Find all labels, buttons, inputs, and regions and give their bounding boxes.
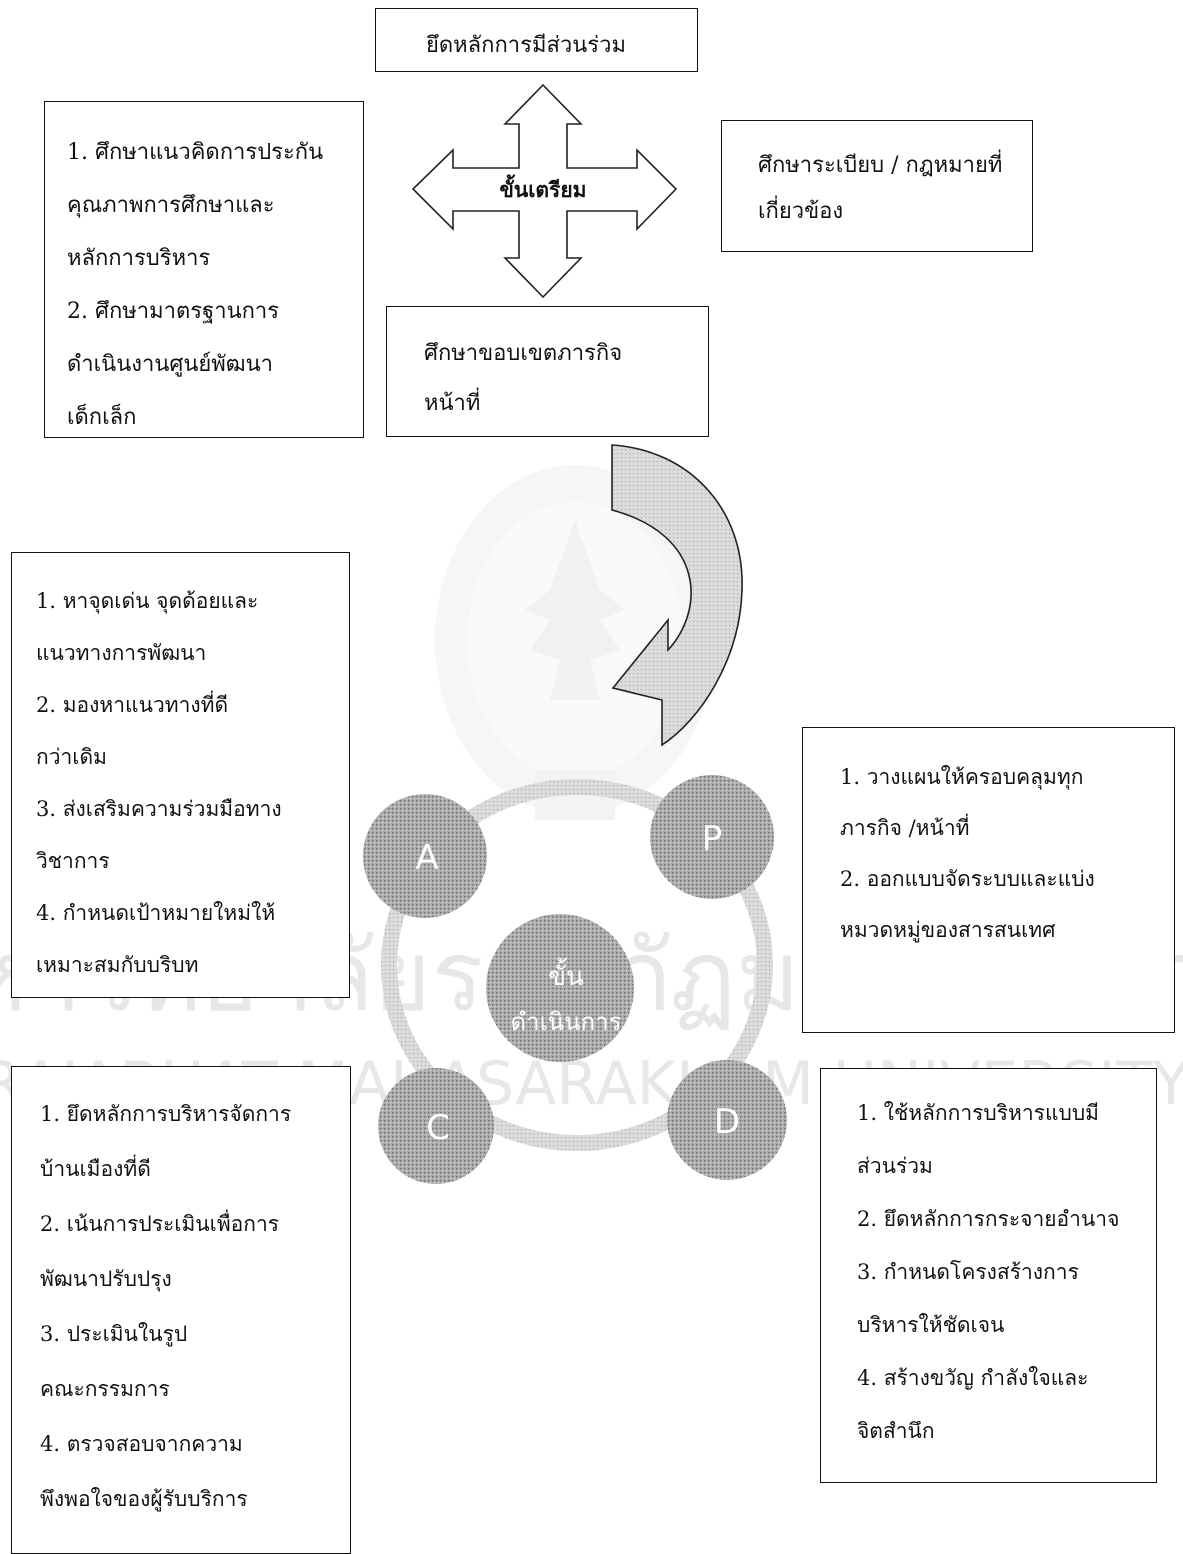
box-line: 2. ออกแบบจัดระบบและแบ่ง	[840, 867, 1095, 891]
cycle-p-circle	[650, 775, 774, 899]
study-regulations-box: ศึกษาระเบียบ / กฎหมายที่ เกี่ยวข้อง	[721, 120, 1033, 252]
box-line: 2. มองหาแนวทางที่ดี	[36, 693, 229, 717]
operation-label-line1: ขั้น	[548, 957, 584, 992]
operation-label-line2: ดำเนินการ	[511, 1008, 622, 1036]
pdca-ring	[381, 779, 773, 1151]
box-line: 1. ใช้หลักการบริหารแบบมี	[857, 1101, 1099, 1125]
cycle-d-circle	[667, 1060, 787, 1180]
box-line: 4. กำหนดเป้าหมายใหม่ให้	[36, 901, 276, 925]
cycle-p-label: P	[702, 819, 723, 859]
watermark-emblem	[435, 465, 715, 820]
box-line: ศึกษาขอบเขตภารกิจ	[424, 341, 623, 366]
do-step-box: 1. ใช้หลักการบริหารแบบมี ส่วนร่วม 2. ยึด…	[820, 1068, 1157, 1483]
box-line: หน้าที่	[424, 391, 481, 416]
box-line: บ้านเมืองที่ดี	[40, 1157, 151, 1181]
box-line: ดำเนินงานศูนย์พัฒนา	[67, 352, 274, 377]
box-line: 2. เน้นการประเมินเพื่อการ	[40, 1212, 280, 1236]
box-line: ศึกษาระเบียบ / กฎหมายที่	[758, 153, 1003, 178]
box-line: ยึดหลักการมีส่วนร่วม	[426, 33, 626, 58]
box-line: 3. ส่งเสริมความร่วมมือทาง	[36, 797, 282, 821]
cycle-c-label: C	[426, 1108, 450, 1148]
box-line: วิชาการ	[36, 849, 110, 873]
box-line: 1. ยึดหลักการบริหารจัดการ	[40, 1102, 292, 1126]
box-line: พัฒนาปรับปรุง	[40, 1267, 172, 1291]
box-line: 1. ศึกษาแนวคิดการประกัน	[67, 140, 324, 165]
cycle-a-label: A	[415, 838, 438, 878]
box-line: ส่วนร่วม	[857, 1154, 933, 1178]
box-line: 2. ยึดหลักการกระจายอำนาจ	[857, 1207, 1120, 1231]
study-mission-scope-box: ศึกษาขอบเขตภารกิจ หน้าที่	[386, 306, 709, 437]
box-line: 3. กำหนดโครงสร้างการ	[857, 1260, 1079, 1284]
box-line: แนวทางการพัฒนา	[36, 641, 207, 665]
box-line: เหมาะสมกับบริบท	[36, 953, 199, 977]
box-line: เกี่ยวข้อง	[758, 199, 844, 224]
box-line: 4. สร้างขวัญ กำลังใจและ	[857, 1366, 1089, 1390]
cycle-a-circle	[363, 794, 487, 918]
box-line: เด็กเล็ก	[67, 405, 137, 430]
prep-label: ขั้นเตรียม	[500, 174, 587, 202]
cycle-c-circle	[378, 1068, 494, 1184]
box-line: 4. ตรวจสอบจากความ	[40, 1432, 243, 1456]
four-way-arrow-shape	[411, 83, 678, 299]
cycle-d-label: D	[714, 1102, 740, 1142]
box-line: คณะกรรมการ	[40, 1377, 170, 1401]
box-line: ภารกิจ /หน้าที่	[840, 816, 970, 840]
box-line: 2. ศึกษามาตรฐานการ	[67, 299, 280, 324]
box-line: บริหารให้ชัดเจน	[857, 1313, 1005, 1337]
box-line: 3. ประเมินในรูป	[40, 1322, 188, 1346]
plan-step-box: 1. วางแผนให้ครอบคลุมทุก ภารกิจ /หน้าที่ …	[802, 727, 1175, 1033]
box-line: คุณภาพการศึกษาและ	[67, 193, 275, 218]
box-line: กว่าเดิม	[36, 745, 107, 769]
study-concepts-box: 1. ศึกษาแนวคิดการประกัน คุณภาพการศึกษาแล…	[44, 101, 364, 438]
participation-principle-box: ยึดหลักการมีส่วนร่วม	[375, 8, 698, 72]
box-line: หมวดหมู่ของสารสนเทศ	[840, 918, 1056, 942]
box-line: 1. วางแผนให้ครอบคลุมทุก	[840, 765, 1084, 789]
operation-circle	[486, 914, 634, 1062]
act-step-box: 1. หาจุดเด่น จุดด้อยและ แนวทางการพัฒนา 2…	[11, 552, 350, 998]
check-step-box: 1. ยึดหลักการบริหารจัดการ บ้านเมืองที่ดี…	[11, 1066, 351, 1554]
box-line: พึงพอใจของผู้รับบริการ	[40, 1487, 248, 1511]
curved-arrow-icon	[611, 444, 743, 747]
box-line: จิตสำนึก	[857, 1419, 935, 1443]
box-line: หลักการบริหาร	[67, 246, 211, 271]
box-line: 1. หาจุดเด่น จุดด้อยและ	[36, 589, 259, 613]
